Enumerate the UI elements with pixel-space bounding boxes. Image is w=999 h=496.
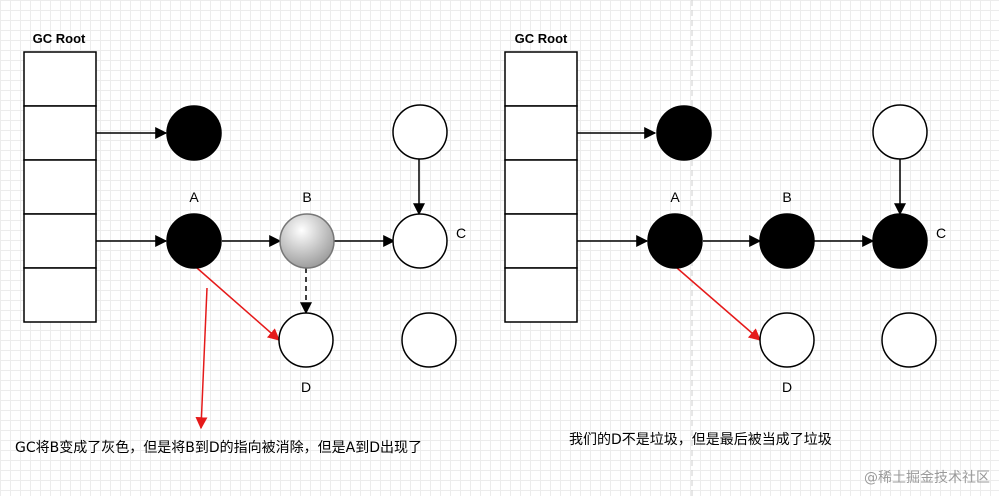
right-label-b: B (782, 189, 791, 205)
left-root-slot-1 (23, 51, 97, 107)
right-root-slot-2 (504, 105, 578, 161)
left-node-d (278, 312, 334, 368)
left-node-c (392, 213, 448, 269)
right-root-slot-1 (504, 51, 578, 107)
left-label-d: D (301, 379, 311, 395)
right-root-slot-5 (504, 267, 578, 323)
left-node-a (166, 213, 222, 269)
right-node-c (872, 213, 928, 269)
right-gc-root-title: GC Root (515, 31, 568, 46)
left-root-slot-3 (23, 159, 97, 215)
right-edge-a-to-d (676, 267, 761, 341)
left-node-b-gray (279, 213, 335, 269)
left-label-c: C (456, 225, 466, 241)
right-node-top-black (656, 105, 712, 161)
left-gc-root-title: GC Root (33, 31, 86, 46)
right-panel: GC Root A B C D 我们的D不是垃圾，但是最后被当成了垃圾 (504, 31, 946, 448)
left-caption-pointer (195, 287, 208, 430)
right-caption: 我们的D不是垃圾，但是最后被当成了垃圾 (569, 432, 832, 448)
right-node-b (759, 213, 815, 269)
right-label-d: D (782, 379, 792, 395)
right-label-c: C (936, 225, 946, 241)
left-label-a: A (189, 189, 199, 205)
right-root-slot-4 (504, 213, 578, 269)
right-root-slot-3 (504, 159, 578, 215)
right-node-top-white (872, 104, 928, 160)
right-gc-root-stack (504, 51, 578, 323)
right-node-unlabeled-white (881, 312, 937, 368)
left-gc-root-stack (23, 51, 97, 323)
right-node-a (647, 213, 703, 269)
left-node-unlabeled-white (401, 312, 457, 368)
left-label-b: B (302, 189, 311, 205)
right-node-d (759, 312, 815, 368)
watermark: @稀土掘金技术社区 (864, 470, 990, 486)
right-label-a: A (670, 189, 680, 205)
left-caption: GC将B变成了灰色，但是将B到D的指向被消除，但是A到D出现了 (15, 439, 422, 456)
left-root-slot-5 (23, 267, 97, 323)
left-node-top-black (166, 105, 222, 161)
left-root-slot-2 (23, 105, 97, 161)
left-edge-a-to-d-new (196, 267, 280, 341)
left-node-top-white (392, 104, 448, 160)
left-panel: GC Root A B C D GC将B变成了灰色，但是将B到D的指向被消除，但 (15, 31, 466, 456)
left-root-slot-4 (23, 213, 97, 269)
